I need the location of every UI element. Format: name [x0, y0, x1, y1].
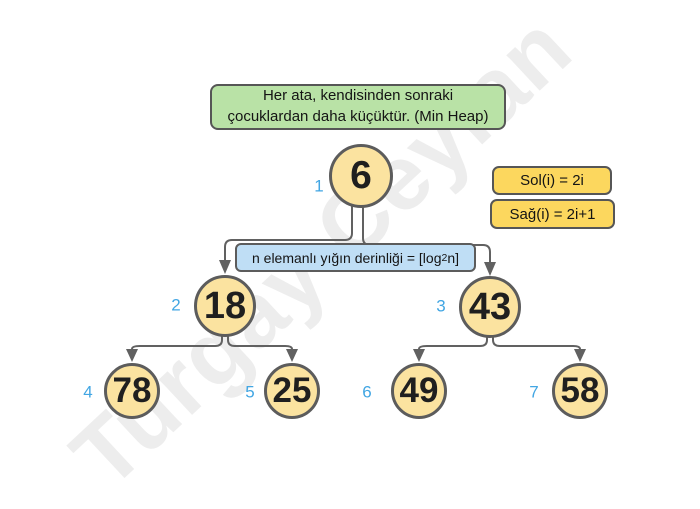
arrowhead-to-node-7 — [574, 349, 586, 362]
arrowhead-to-node-6 — [413, 349, 425, 362]
heap-node-7-value: 58 — [560, 371, 600, 410]
heap-node-7: 58 — [552, 363, 608, 419]
heap-node-2-value: 18 — [203, 284, 247, 327]
heap-node-5: 25 — [264, 363, 320, 419]
left-child-formula-box: Sol(i) = 2i — [492, 166, 612, 195]
heap-node-1-value: 6 — [350, 154, 372, 197]
heap-node-3: 43 — [459, 276, 521, 338]
arrowhead-to-node-2 — [219, 260, 231, 274]
heap-node-5-value: 25 — [272, 371, 312, 410]
index-label-6: 6 — [362, 382, 372, 402]
edge-3-6 — [418, 334, 488, 350]
index-label-5: 5 — [245, 382, 255, 402]
index-label-4: 4 — [83, 382, 93, 402]
depth-formula-prefix: n elemanlı yığın derinliği = [log — [251, 249, 442, 266]
index-label-3: 3 — [436, 296, 446, 316]
index-label-1: 1 — [314, 176, 324, 196]
heap-node-2: 18 — [194, 275, 256, 337]
heap-node-4: 78 — [104, 363, 160, 419]
min-heap-note-box: Her ata, kendisinden sonraki çocuklardan… — [210, 84, 506, 130]
edge-1-2 — [224, 204, 353, 260]
heap-node-6: 49 — [391, 363, 447, 419]
index-label-7: 7 — [529, 382, 539, 402]
heap-node-4-value: 78 — [112, 371, 152, 410]
heap-node-6-value: 49 — [399, 371, 439, 410]
depth-formula-suffix: n] — [447, 249, 460, 266]
note-line-1: Her ata, kendisinden sonraki — [262, 87, 454, 105]
arrowhead-to-node-5 — [286, 349, 298, 362]
note-line-2: çocuklardan daha küçüktür. (Min Heap) — [227, 108, 489, 125]
edge-2-5 — [227, 334, 293, 350]
heap-node-1: 6 — [329, 144, 393, 208]
right-child-formula-box: Sağ(i) = 2i+1 — [490, 199, 615, 229]
edge-2-4 — [131, 334, 223, 350]
heap-node-3-value: 43 — [468, 285, 512, 328]
arrowhead-to-node-4 — [126, 349, 138, 362]
arrowhead-to-node-3 — [484, 262, 496, 276]
index-label-2: 2 — [171, 295, 181, 315]
left-child-formula: Sol(i) = 2i — [520, 172, 584, 189]
right-child-formula: Sağ(i) = 2i+1 — [509, 205, 596, 223]
edge-3-7 — [492, 334, 581, 350]
